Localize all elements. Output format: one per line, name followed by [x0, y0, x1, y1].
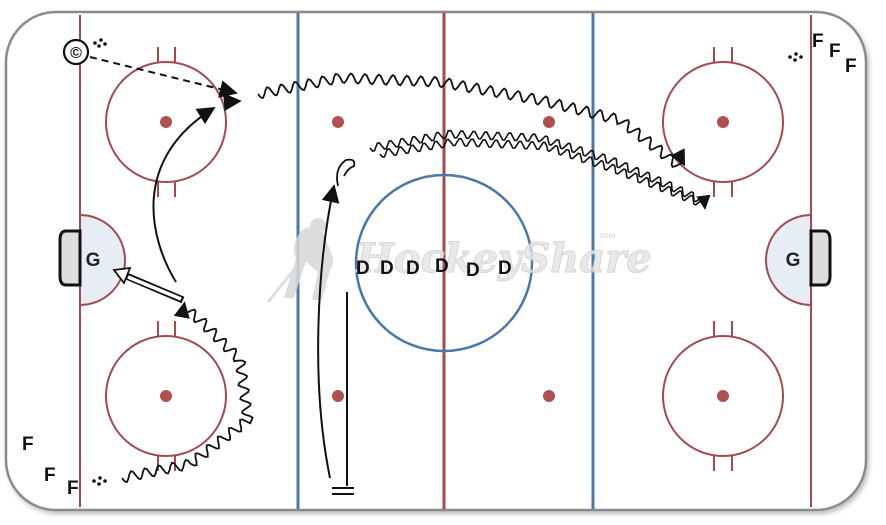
goal-crease-right	[765, 213, 812, 307]
defense-puck-carry-path-a	[369, 129, 706, 203]
faceoff-dot-bottom-left	[160, 390, 172, 402]
faceoff-dot-top-left	[160, 116, 172, 128]
goal-crease-left	[79, 213, 126, 307]
forward-right-1: F	[812, 31, 824, 52]
forward-left-2: F	[44, 465, 56, 486]
coach-pass-dashed-arrow	[89, 56, 238, 98]
defense-6: D	[498, 258, 512, 279]
defense-1: D	[356, 258, 370, 279]
skate-stop-mark	[332, 487, 354, 495]
defense-5: D	[466, 260, 480, 281]
faceoff-circle-top-left	[105, 47, 227, 197]
neutral-dot-top-right	[543, 116, 555, 128]
defense-puck-carry-path-b	[379, 137, 711, 210]
pivot-loop	[336, 158, 356, 187]
faceoff-dot-bottom-right	[717, 390, 729, 402]
forward-puck-carry-path-left	[121, 301, 254, 484]
goal-net-left	[58, 229, 82, 287]
faceoff-circle-bottom-right	[662, 321, 784, 471]
goalie-right: G	[786, 250, 801, 271]
faceoff-circle-bottom-left	[105, 321, 227, 471]
defense-3: D	[406, 258, 420, 279]
coach-marker: ©	[62, 38, 90, 66]
defense-4: D	[435, 256, 449, 277]
neutral-dot-bottom-left	[332, 390, 344, 402]
forward-left-3: F	[67, 478, 79, 499]
watermark-suffix: .com	[598, 231, 616, 240]
coach-label: ©	[70, 45, 82, 62]
faceoff-dot-top-right	[717, 116, 729, 128]
defense-2: D	[380, 258, 394, 279]
goal-net-right	[809, 229, 832, 287]
puck-pile-coach	[93, 38, 107, 48]
puck-pile-left	[92, 476, 107, 486]
center-circle	[354, 173, 534, 353]
neutral-dot-top-left	[332, 116, 344, 128]
forward-puck-carry-path-top	[257, 72, 686, 168]
puck-pile-right	[788, 52, 803, 62]
forward-right-2: F	[829, 41, 841, 62]
forward-left-1: F	[22, 434, 34, 455]
forward-right-3: F	[845, 56, 857, 77]
pass-arrow-short	[223, 93, 242, 112]
defense-skate-line-left	[317, 184, 340, 479]
neutral-dot-bottom-right	[543, 390, 555, 402]
forward-skate-curve	[152, 107, 216, 283]
rink-boards	[4, 10, 868, 512]
shot-arrow-to-goalie	[112, 266, 185, 304]
hockeyshare-watermark: HockeyShare .com	[266, 218, 652, 303]
faceoff-circle-top-right	[662, 47, 784, 197]
goalie-left: G	[86, 250, 101, 271]
watermark-brand: HockeyShare	[355, 235, 652, 282]
